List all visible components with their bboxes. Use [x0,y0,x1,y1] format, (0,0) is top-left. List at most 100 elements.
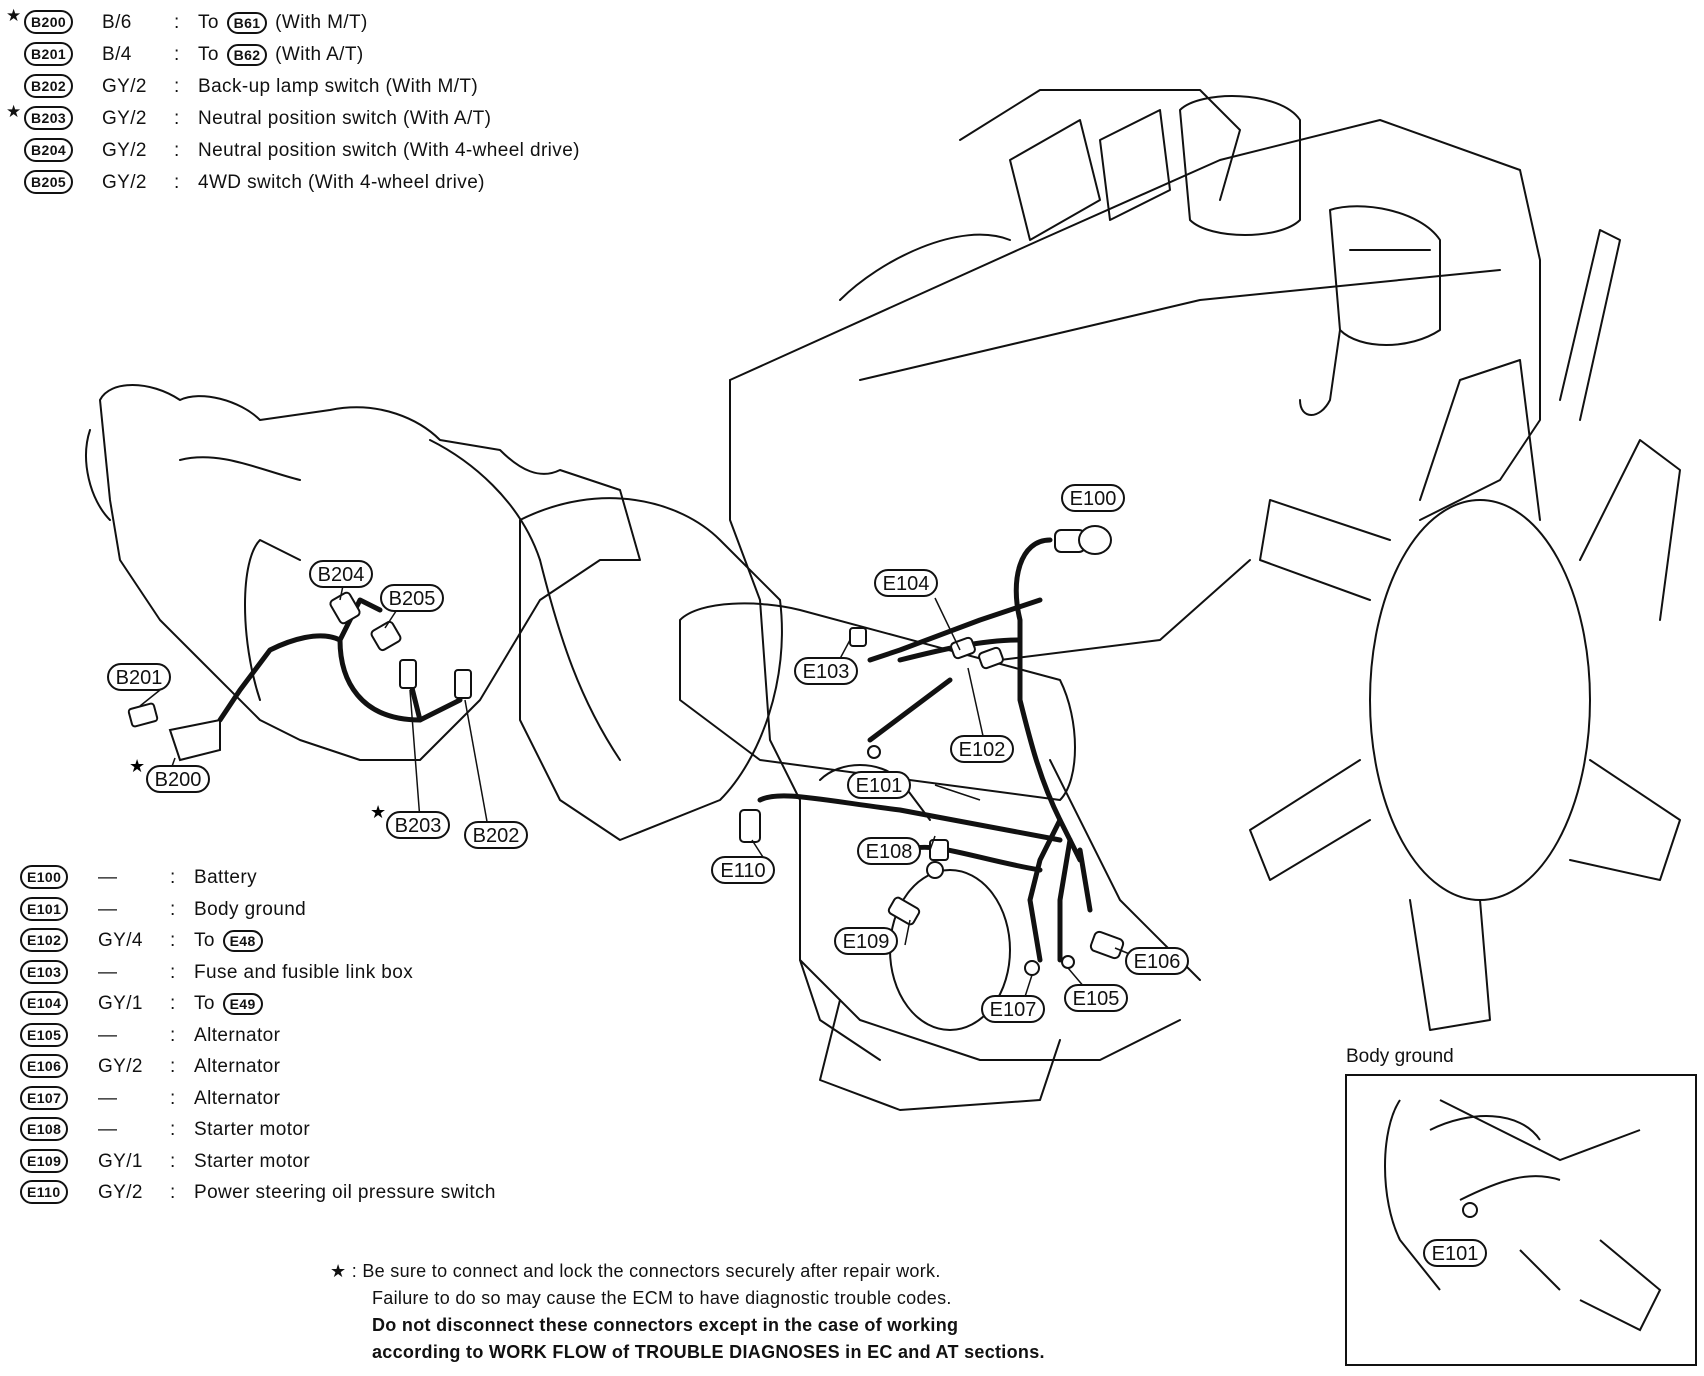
connector-id: E107 [20,1085,69,1110]
callout-label: B202 [473,825,520,847]
separator-colon: : [170,930,176,951]
callout-b205: B205 [380,584,444,612]
separator-colon: : [170,1150,176,1172]
callout-bubble [794,657,858,685]
wire-color: B/4 [102,44,132,65]
wire-color: — [98,867,118,888]
callout-e110: E110 [711,856,775,884]
callout-star-mark: ★ [370,802,386,822]
description-text: Fuse and fusible link box [194,961,414,983]
separator-colon: : [174,108,180,129]
callout-bubble [834,927,898,955]
cooling-fan-outline [1249,229,1681,1031]
connector-description: To E48 [194,930,265,952]
fuse-box-outline [679,602,1076,801]
connector-description: Body ground [194,899,306,921]
callout-e100: E100 [1061,484,1125,512]
description-text: Alternator [194,1024,281,1046]
reference-connector: B62 [226,44,268,66]
wire-color: B/6 [102,12,132,33]
callout-label: E109 [843,931,890,953]
repair-note: ★ : Be sure to connect and lock the conn… [330,1258,1045,1366]
connector-description: To B61 (With M/T) [198,12,368,34]
connector-description: Power steering oil pressure switch [194,1182,496,1204]
wire-color: — [98,898,118,920]
callout-e105: E105 [1064,984,1128,1012]
connector-description: Alternator [194,1056,280,1078]
callout-star-mark: ★ [129,756,145,776]
legend-e-row: E108—:Starter motor [20,1117,310,1145]
callout-label: E106 [1134,951,1181,973]
body-ground-inset [1345,1074,1697,1366]
connector-description: Neutral position switch (With A/T) [198,108,491,130]
callout-label: E101 [856,775,903,797]
wire-color: — [98,1087,118,1109]
connector-id: E110 [20,1180,68,1204]
connector-id: B201 [24,42,74,66]
wire-color: GY/2 [102,108,147,129]
callout-label: B204 [318,564,365,586]
description-text: Power steering oil pressure switch [194,1182,496,1203]
connector-id: B202 [24,74,74,98]
callout-bubble [1125,947,1189,975]
callout-bubble [857,837,921,865]
callout-b201: B201 [107,663,171,691]
callout-e103: E103 [794,657,858,685]
description-text: To [194,993,215,1014]
callout-b204: B204 [309,560,373,588]
callout-bubble [146,765,210,793]
legend-e-row: E107—:Alternator [20,1085,280,1114]
star-mark: ★ [6,102,22,121]
connector-description: To E49 [194,993,265,1015]
connector-id: B200 [24,10,74,34]
separator-colon: : [170,1119,176,1140]
separator-colon: : [174,44,180,65]
connector-id: E108 [20,1117,69,1141]
connector-id: E106 [20,1054,69,1078]
description-suffix: (With M/T) [275,12,368,33]
callout-label: E102 [959,739,1006,761]
callout-label: E101 [1432,1243,1479,1265]
callout-label: E105 [1073,988,1120,1010]
connector-id: E101 [20,896,69,921]
separator-colon: : [170,1087,176,1109]
connector-description: Back-up lamp switch (With M/T) [198,76,478,98]
description-text: To [198,44,219,65]
description-text: Battery [194,867,257,888]
callout-label: B205 [389,588,436,610]
connector-description: Starter motor [194,1119,310,1141]
description-text: Alternator [194,1056,281,1077]
callout-bubble [711,856,775,884]
connector-description: To B62 (With A/T) [198,44,364,66]
bell-housing-outline [519,497,783,841]
note-line-1: Be sure to connect and lock the connecto… [362,1261,941,1281]
callout-label: E104 [883,573,930,595]
callout-label: B201 [116,667,163,689]
description-text: Body ground [194,898,307,920]
legend-e-row: E103—:Fuse and fusible link box [20,959,413,988]
separator-colon: : [170,1182,176,1203]
separator-colon: : [174,76,180,97]
connector-id: E104 [20,991,69,1015]
description-text: Starter motor [194,1150,311,1172]
separator-colon: : [174,140,180,161]
engine-block-outline [729,89,1541,1061]
description-text: To [194,930,215,951]
callout-label: B203 [395,815,442,837]
separator-colon: : [170,867,176,888]
legend-e-row: E101—:Body ground [20,896,306,925]
connector-id: B205 [24,170,74,194]
callout-bubble [874,569,938,597]
connector-id: E103 [20,959,69,984]
callout-e104: E104 [874,569,938,597]
separator-colon: : [170,1024,176,1046]
callout-bubble [464,821,528,849]
callout-b203: B203 [386,811,450,839]
